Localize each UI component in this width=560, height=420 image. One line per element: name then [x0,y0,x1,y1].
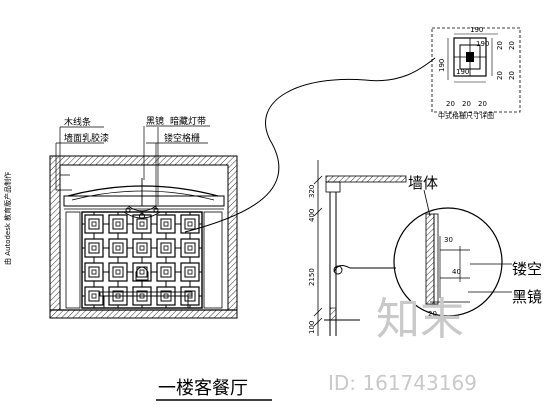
section-dim-320: 320 [308,185,316,198]
detail-dim-top-1: 190 [470,26,483,34]
drawing-title: 一楼客餐厅 [158,378,248,399]
zoom-detail-circle [393,207,503,317]
detail-dim-left-2: 190 [456,68,469,76]
label-hidden-light: 暗藏灯带 [170,115,206,127]
detail-dim-right-4: 20 [508,71,516,80]
elevation-view: 木线条 墙面乳胶漆 黑镜 暗藏灯带 镂空格栅 [49,115,238,319]
detail-dim-bottom-1: 20 [446,100,455,108]
label-wall-paint: 墙面乳胶漆 [64,132,109,144]
zoom-label-lattice: 镂空 [512,260,542,278]
detail-callout-curve [184,57,436,233]
vertical-note: 由 Autodesk 教育版产品制作 [3,172,12,265]
watermark-id: ID: 161743169 [328,371,477,395]
detail-dim-right-2: 20 [508,41,516,50]
label-wood-trim: 木线条 [64,116,91,128]
lattice-detail: 190 190 190 190 20 20 20 20 20 20 20 中式格… [431,26,521,120]
detail-dim-bottom-3: 20 [478,100,487,108]
detail-dim-right-3: 20 [496,71,504,80]
zoom-dim-30: 30 [444,236,453,244]
zoom-title-wall: 墙体 [408,174,438,192]
detail-dim-left-1: 190 [438,59,446,72]
detail-caption: 中式格栅尺寸详图 [438,111,494,120]
detail-dim-top-2: 190 [476,40,489,48]
watermark-brand: 知末 [376,294,464,345]
ceiling-arch [67,185,219,197]
section-dim-100: 100 [308,321,316,334]
detail-dim-right-1: 20 [496,41,504,50]
console-table [99,266,193,308]
zoom-label-mirror: 黑镜 [512,288,542,306]
section-dim-400: 400 [308,209,316,222]
section-view: 320 400 2150 100 30 40 20 墙体 镂空 黑镜 [308,160,542,336]
label-lattice: 镂空格栅 [164,132,200,144]
detail-dim-bottom-2: 20 [462,100,471,108]
chandelier [123,178,161,219]
zoom-dim-40: 40 [452,268,461,276]
zoom-dim-20: 20 [428,310,437,318]
label-black-mirror: 黑镜 [146,115,164,127]
section-dim-2150: 2150 [308,268,316,286]
